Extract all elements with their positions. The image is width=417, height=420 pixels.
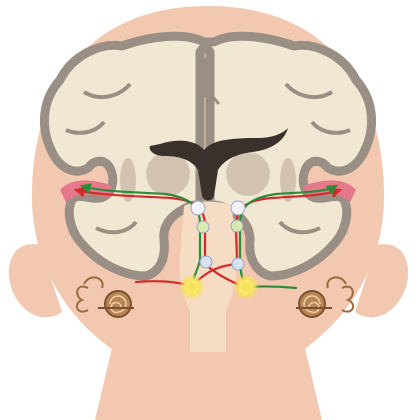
- right-thalamic-node: [231, 201, 245, 215]
- left-cochlear-node: [187, 282, 197, 292]
- right-basal-ganglia: [226, 152, 270, 196]
- right-cochlear-node: [241, 282, 251, 292]
- right-midbrain-node: [231, 220, 243, 232]
- right-pons-node: [232, 258, 244, 270]
- left-pons-node: [200, 256, 212, 268]
- right-insula: [280, 158, 296, 202]
- left-midbrain-node: [197, 221, 209, 233]
- left-thalamic-node: [191, 201, 205, 215]
